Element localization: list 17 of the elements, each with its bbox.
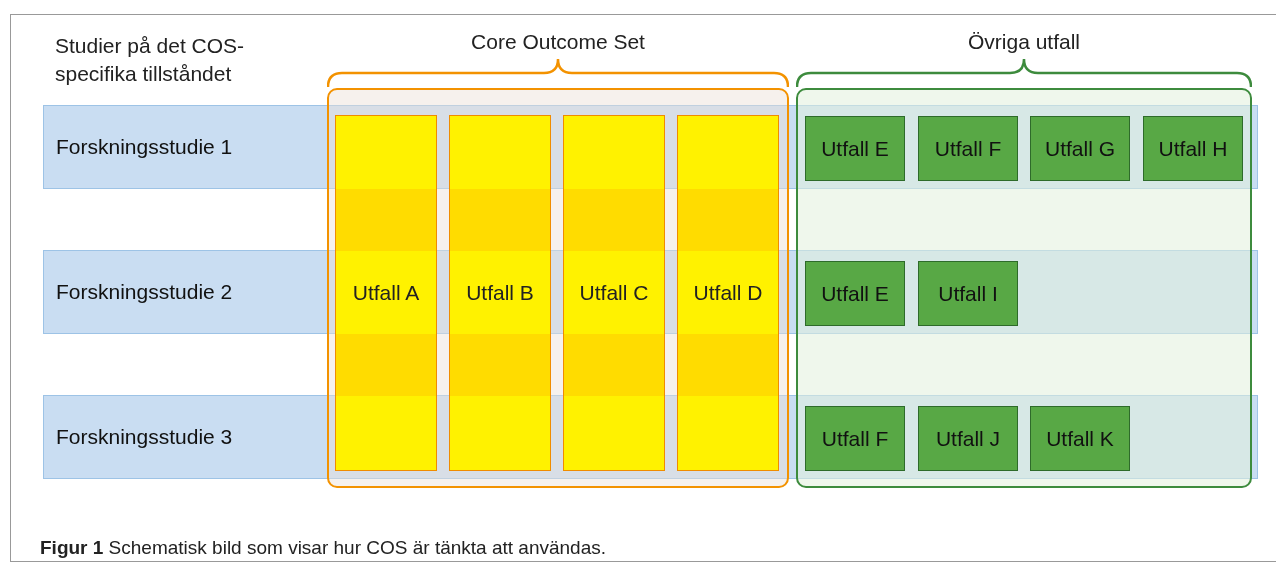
group-title: Core Outcome Set — [470, 30, 646, 55]
core-outcome-column: Utfall B — [449, 115, 551, 471]
outcome-box: Utfall E — [805, 261, 905, 326]
outcome-box: Utfall E — [805, 116, 905, 181]
outcome-box: Utfall K — [1030, 406, 1130, 471]
core-outcome-column: Utfall A — [335, 115, 437, 471]
group-title: Övriga utfall — [966, 30, 1081, 55]
outcome-box: Utfall G — [1030, 116, 1130, 181]
figure-caption: Figur 1 Schematisk bild som visar hur COS är tänkta att användas. — [40, 537, 607, 560]
outcome-box: Utfall J — [918, 406, 1018, 471]
outcome-box: Utfall F — [805, 406, 905, 471]
core-outcome-column: Utfall C — [563, 115, 665, 471]
column-heading: Studier på det COS-specifika tillståndet — [55, 33, 246, 87]
outcome-box: Utfall I — [918, 261, 1018, 326]
outcome-box: Utfall H — [1143, 116, 1243, 181]
core-outcome-column: Utfall D — [677, 115, 779, 471]
outcome-box: Utfall F — [918, 116, 1018, 181]
